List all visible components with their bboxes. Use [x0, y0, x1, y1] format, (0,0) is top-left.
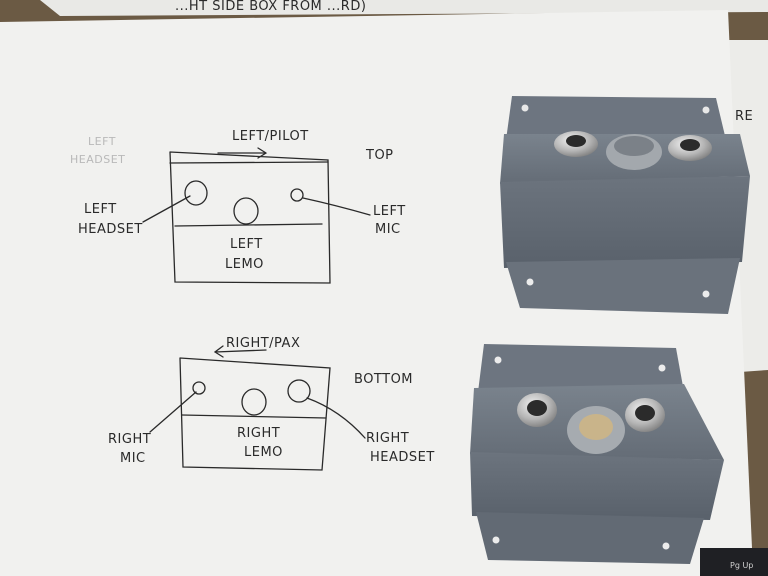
mic-label: MIC	[120, 451, 146, 466]
headset-label: RIGHT	[366, 431, 409, 446]
lemo-hole	[241, 388, 267, 416]
pointer-line	[306, 397, 366, 439]
faded-label: LEFT	[88, 135, 116, 148]
bracket-bottom-flange	[506, 258, 740, 314]
lemo-hole	[233, 197, 259, 225]
pointer-line	[142, 195, 191, 223]
lemo-label: LEMO	[225, 257, 264, 272]
lemo-label: RIGHT	[237, 426, 280, 441]
mount-hole	[494, 356, 502, 364]
mount-hole	[702, 106, 710, 114]
mic-hole	[290, 188, 304, 202]
mount-hole	[662, 542, 670, 550]
lemo-grommet-inner	[614, 136, 654, 156]
jack-socket	[566, 135, 586, 147]
bracket-front-face	[470, 452, 724, 520]
bracket-back-flange	[506, 96, 726, 140]
bracket-front-face	[500, 176, 750, 268]
top-bracket-photo	[500, 96, 750, 314]
top-label: TOP	[365, 148, 394, 163]
box-divider-line	[174, 223, 323, 227]
box-outline	[169, 151, 331, 284]
pgup-key-label: Pg Up	[730, 561, 753, 570]
jack-socket	[527, 400, 547, 416]
faded-label: HEADSET	[70, 153, 125, 166]
mount-hole	[658, 364, 666, 372]
headset-label: LEFT	[84, 202, 117, 217]
pointer-line	[149, 391, 197, 433]
lemo-label: LEMO	[244, 445, 283, 460]
mic-label: MIC	[375, 222, 401, 237]
bracket-back-flange	[478, 344, 684, 392]
right-pax-diagram: RIGHT/PAX BOTTOM RIGHT LEMO RIGHT MIC RI…	[108, 336, 435, 471]
mount-hole	[492, 536, 500, 544]
lemo-connector	[579, 414, 613, 440]
back-paper-sheet	[40, 0, 768, 16]
jack-socket	[680, 139, 700, 151]
headset-hole	[184, 180, 208, 206]
keyboard-corner	[700, 548, 768, 576]
jack-socket	[635, 405, 655, 421]
mount-hole	[526, 278, 534, 286]
box-outline	[179, 357, 331, 471]
headset-label: HEADSET	[370, 450, 435, 465]
left-pilot-diagram: LEFT HEADSET LEFT/PILOT TOP LEFT LEMO LE…	[70, 129, 406, 284]
pointer-line	[302, 197, 371, 216]
headset-hole	[287, 379, 311, 403]
mount-hole	[702, 290, 710, 298]
bracket-bottom-flange	[476, 512, 704, 564]
mic-label: RIGHT	[108, 432, 151, 447]
right-sheet-text: RE	[735, 109, 753, 124]
mic-hole	[192, 381, 206, 395]
direction-arrow	[213, 345, 267, 358]
mount-hole	[521, 104, 529, 112]
box-top-line	[169, 161, 329, 164]
back-sheet-text: ...HT SIDE BOX FROM ...RD)	[175, 0, 366, 14]
headset-label: HEADSET	[78, 222, 143, 237]
lemo-label: LEFT	[230, 237, 263, 252]
box-divider-line	[181, 414, 327, 419]
mic-label: LEFT	[373, 204, 406, 219]
bottom-bracket-photo	[470, 344, 724, 564]
right-pax-label: RIGHT/PAX	[226, 336, 300, 351]
bottom-label: BOTTOM	[354, 372, 413, 387]
left-pilot-label: LEFT/PILOT	[232, 129, 309, 144]
